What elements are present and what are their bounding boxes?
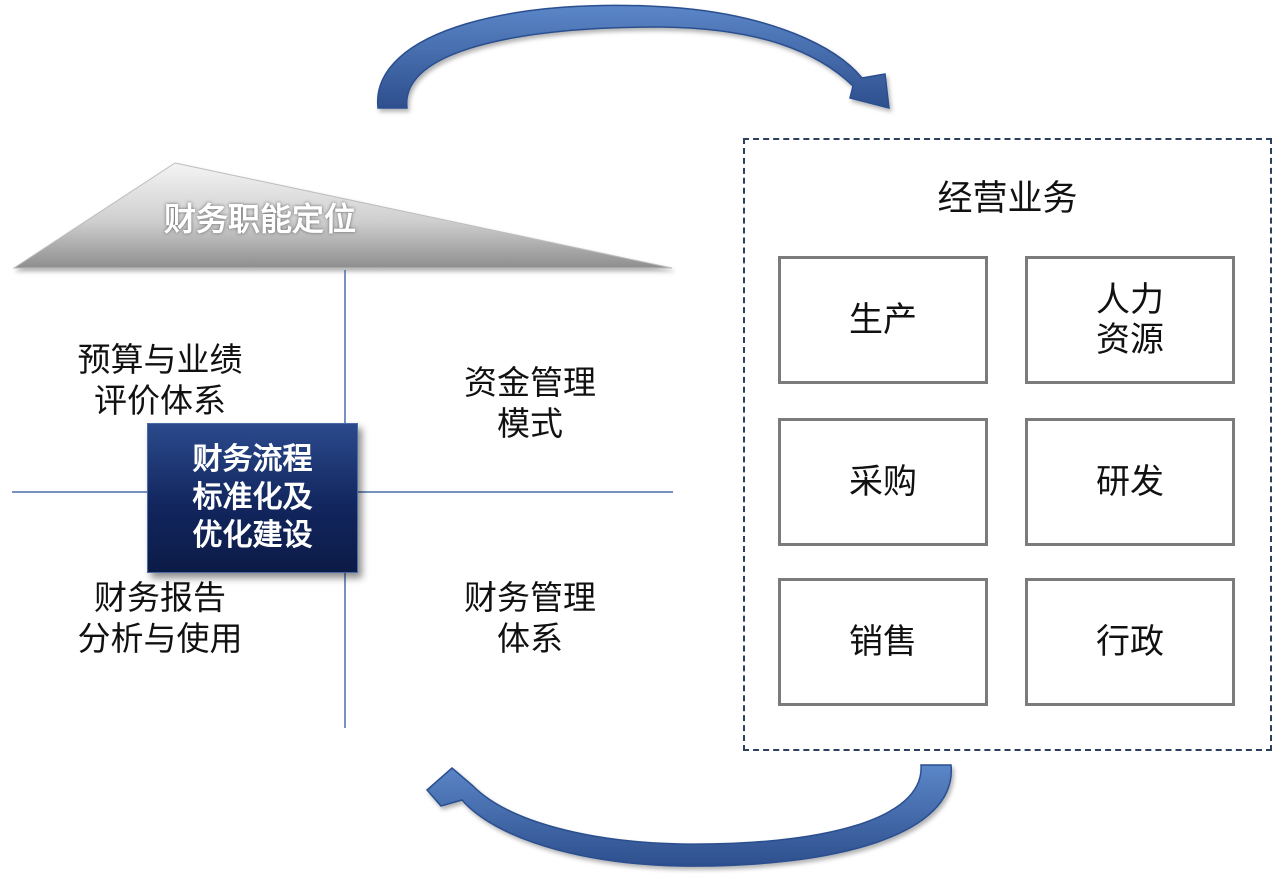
quadrant-line: 财务报告 xyxy=(94,578,226,617)
roof-shape xyxy=(12,162,673,269)
roof-title: 财务职能定位 xyxy=(163,200,356,238)
bottom-cycle-arrow xyxy=(425,764,952,867)
quadrant-line: 财务管理 xyxy=(464,578,596,617)
business-cell-sales: 销售 xyxy=(778,578,988,706)
quadrant-bottom-right: 财务管理 体系 xyxy=(420,577,640,659)
quadrant-line: 体系 xyxy=(497,619,563,658)
quadrant-top-right: 资金管理 模式 xyxy=(420,362,640,444)
center-line: 优化建设 xyxy=(192,518,313,553)
business-panel xyxy=(743,138,1272,751)
cell-line: 采购 xyxy=(849,462,917,502)
quadrant-line: 评价体系 xyxy=(94,381,226,420)
business-cell-admin: 行政 xyxy=(1025,578,1235,706)
business-cell-rnd: 研发 xyxy=(1025,418,1235,546)
business-title: 经营业务 xyxy=(937,179,1078,219)
business-cell-production: 生产 xyxy=(778,256,988,384)
business-cell-hr: 人力 资源 xyxy=(1025,256,1235,384)
quadrant-top-left: 预算与业绩 评价体系 xyxy=(40,339,280,421)
quadrant-line: 模式 xyxy=(497,404,563,443)
quadrant-line: 预算与业绩 xyxy=(77,340,243,379)
cell-line: 研发 xyxy=(1096,462,1164,502)
center-line: 财务流程 xyxy=(192,442,313,477)
quadrant-bottom-left: 财务报告 分析与使用 xyxy=(40,577,280,659)
quadrant-line: 分析与使用 xyxy=(77,619,243,658)
quadrant-line: 资金管理 xyxy=(464,363,596,402)
cell-line: 销售 xyxy=(849,622,917,662)
cell-line: 生产 xyxy=(849,300,917,340)
center-process-box: 财务流程 标准化及 优化建设 xyxy=(147,423,358,573)
top-cycle-arrow xyxy=(377,4,890,109)
cell-line: 行政 xyxy=(1096,622,1164,662)
cell-line: 资源 xyxy=(1096,320,1164,360)
center-line: 标准化及 xyxy=(192,480,313,515)
business-cell-procurement: 采购 xyxy=(778,418,988,546)
cell-line: 人力 xyxy=(1096,280,1164,320)
